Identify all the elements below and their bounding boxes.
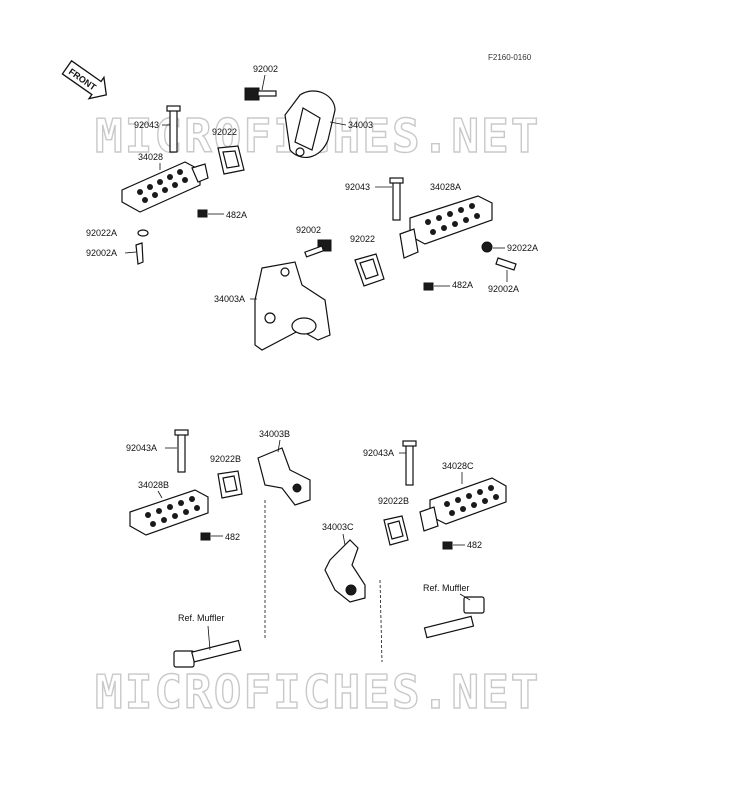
label-92002A-right: 92002A (488, 284, 519, 294)
label-482-left: 482 (225, 532, 240, 542)
clip-482A-right (423, 282, 434, 291)
label-34003: 34003 (348, 120, 373, 130)
bracket-34003C (324, 539, 366, 603)
pin-92043A-left (174, 429, 189, 473)
spring-92022A-left (137, 229, 149, 237)
label-92022-mid: 92022 (350, 234, 375, 244)
label-92002-top: 92002 (253, 64, 278, 74)
label-92043-left: 92043 (134, 120, 159, 130)
label-34028: 34028 (138, 152, 163, 162)
spring-92022A-right (481, 241, 493, 253)
watermark-bottom: MICROFICHES.NET (95, 665, 540, 719)
label-34003B: 34003B (259, 429, 290, 439)
bracket-34003A (254, 261, 331, 351)
washer-92022B-left (217, 470, 243, 499)
clip-482A-left (197, 209, 208, 218)
label-92043A-left: 92043A (126, 443, 157, 453)
label-92002A-left: 92002A (86, 248, 117, 258)
washer-92022-left (217, 145, 245, 175)
footpeg-34028A (399, 195, 493, 259)
bracket-34003 (284, 90, 336, 158)
label-34028A: 34028A (430, 182, 461, 192)
pin-92043A-right (402, 440, 417, 486)
clip-482-right (442, 541, 453, 550)
muffler-bolt-left (173, 639, 242, 668)
label-ref-muffler-left: Ref. Muffler (178, 613, 224, 623)
label-92022B-left: 92022B (210, 454, 241, 464)
washer-92022-mid (354, 253, 385, 287)
clip-482-left (200, 532, 211, 541)
label-92022A-left: 92022A (86, 228, 117, 238)
pin-92043-right (389, 177, 404, 221)
label-92002-mid: 92002 (296, 225, 321, 235)
muffler-bolt-right (423, 596, 485, 639)
label-34028B: 34028B (138, 480, 169, 490)
label-ref-muffler-right: Ref. Muffler (423, 583, 469, 593)
label-34003A: 34003A (214, 294, 245, 304)
label-482-right: 482 (467, 540, 482, 550)
label-92043A-right: 92043A (363, 448, 394, 458)
washer-92022B-right (383, 515, 409, 546)
diagram-code: F2160-0160 (488, 53, 532, 62)
label-482A-left: 482A (226, 210, 247, 220)
label-34003C: 34003C (322, 522, 354, 532)
front-arrow-icon: FRONT (61, 59, 108, 100)
label-92043-right: 92043 (345, 182, 370, 192)
label-34028C: 34028C (442, 461, 474, 471)
pin-92002A-right (495, 257, 517, 271)
label-92022A-right: 92022A (507, 243, 538, 253)
footpeg-34028 (121, 161, 209, 213)
footpeg-34028C (419, 477, 507, 532)
pin-92002A-left (135, 242, 144, 265)
bolt-92002-mid (304, 239, 332, 258)
bracket-34003B (257, 447, 311, 506)
bolt-92002-top (244, 87, 277, 101)
footpeg-34028B (129, 489, 209, 536)
label-92022-left: 92022 (212, 127, 237, 137)
label-482A-right: 482A (452, 280, 473, 290)
pin-92043-left (166, 105, 181, 153)
label-92022B-right: 92022B (378, 496, 409, 506)
